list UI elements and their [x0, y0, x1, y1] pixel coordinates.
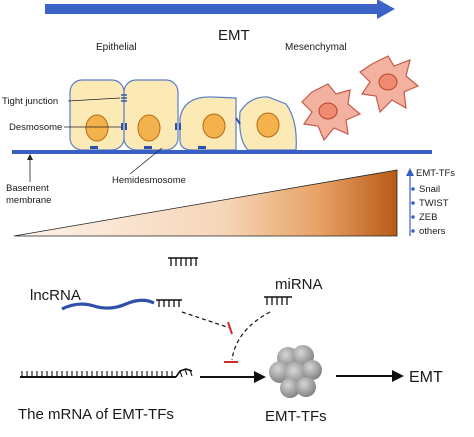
- legend-item-twist: TWIST: [419, 198, 449, 209]
- mesenchymal-cells: [301, 55, 420, 142]
- hemidesmosome-pointer: [129, 147, 163, 175]
- lncrna-sponge-line: [181, 311, 231, 329]
- lncrna-binding-comb: [156, 299, 182, 307]
- mesenchymal-nucleus-1: [318, 102, 338, 120]
- mrna-label: The mRNA of EMT-TFs: [18, 406, 174, 423]
- nucleus-4: [256, 112, 280, 138]
- nucleus-3: [202, 113, 226, 139]
- emt-tfs-protein-icon: [269, 345, 322, 398]
- legend-bullet-4: [411, 229, 415, 233]
- legend-item-snail: Snail: [419, 184, 440, 195]
- desmosome-label: Desmosome: [9, 122, 62, 133]
- outcome-arrowhead: [392, 370, 404, 382]
- mirna-comb: [264, 296, 292, 305]
- emt-tfs-legend: EMT-TFs Snail TWIST ZEB others: [406, 168, 455, 237]
- legend-bullet-2: [411, 201, 415, 205]
- lncrna-inhibit-bar: [227, 321, 233, 335]
- translation-arrowhead: [254, 371, 266, 383]
- mrna-strand: [20, 368, 193, 378]
- tight-junction-marks: [121, 94, 127, 102]
- emt-tf-gradient-wedge: [13, 169, 398, 237]
- rna-comb-icon: [168, 257, 198, 266]
- mirna-inhibit-line: [231, 311, 271, 361]
- nucleus-1: [85, 114, 109, 142]
- tight-junction-pointer: [67, 97, 121, 102]
- basement-membrane-label-line2: membrane: [6, 195, 51, 206]
- epithelial-cells: [69, 79, 297, 151]
- emt-arrow-label: EMT: [218, 27, 250, 44]
- tight-junction-label: Tight junction: [2, 96, 58, 107]
- basement-membrane-line: [12, 150, 432, 154]
- legend-item-others: others: [419, 226, 446, 237]
- emt-tfs-protein-label: EMT-TFs: [265, 408, 327, 425]
- mesenchymal-label: Mesenchymal: [285, 42, 347, 53]
- desmosome-marks: [121, 117, 241, 130]
- basement-membrane-arrowhead: [27, 154, 33, 160]
- legend-bullet-1: [411, 187, 415, 191]
- mirna-label: miRNA: [275, 276, 323, 293]
- emt-progress-arrow: [45, 0, 395, 19]
- legend-title: EMT-TFs: [416, 168, 455, 179]
- legend-bullet-3: [411, 215, 415, 219]
- nucleus-2: [137, 114, 161, 142]
- mesenchymal-nucleus-2: [378, 73, 398, 91]
- hemidesmosome-marks: [90, 146, 206, 149]
- basement-membrane-label-line1: Basement: [6, 183, 49, 194]
- epithelial-label: Epithelial: [96, 42, 137, 53]
- legend-arrowhead: [406, 168, 414, 176]
- lncrna-strand: [61, 298, 155, 311]
- legend-item-zeb: ZEB: [419, 212, 437, 223]
- hemidesmosome-label: Hemidesmosome: [112, 175, 186, 186]
- lncrna-label: lncRNA: [30, 287, 81, 304]
- outcome-emt-label: EMT: [409, 369, 443, 386]
